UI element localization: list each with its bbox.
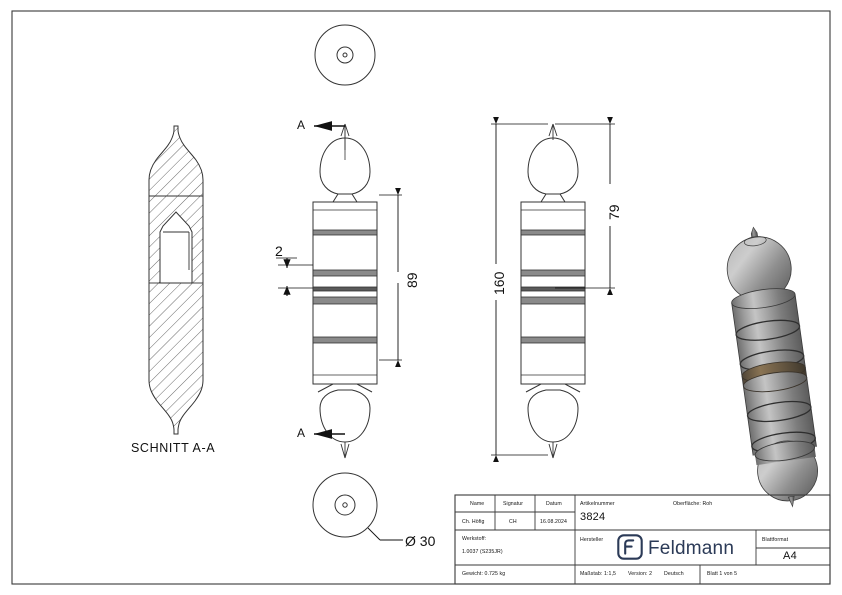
view-front xyxy=(276,121,402,459)
tb-value-weight: Gewicht: 0.725 kg xyxy=(462,571,506,577)
dim-label-79: 79 xyxy=(606,204,622,220)
tb-value-language: Deutsch xyxy=(664,571,684,577)
front-body xyxy=(312,201,378,385)
front-top-ball xyxy=(319,137,371,195)
tb-value-name: Ch. Höfig xyxy=(462,519,485,525)
tb-header-date: Datum xyxy=(546,501,562,507)
dim-160 xyxy=(491,116,548,463)
title-block-grid xyxy=(454,494,831,585)
dim-label-2: 2 xyxy=(275,243,283,259)
tb-value-sheet-format: A4 xyxy=(783,550,798,562)
tb-value-signature: CH xyxy=(509,519,517,525)
tb-header-manufacturer: Hersteller xyxy=(580,537,604,543)
tb-header-signature: Signatur xyxy=(503,501,524,507)
view-top-circle xyxy=(314,24,376,86)
section-mark-bottom: A xyxy=(297,426,306,440)
tb-header-material: Werkstoff: xyxy=(462,536,487,542)
section-view-label: SCHNITT A-A xyxy=(131,441,216,455)
dim-89 xyxy=(379,187,402,368)
view-section-aa xyxy=(148,125,204,435)
section-bore xyxy=(159,211,193,284)
tb-value-sheet: Blatt 1 von 5 xyxy=(707,571,738,577)
front-bottom-ball xyxy=(319,389,371,443)
view-isometric-3d xyxy=(726,226,818,508)
tb-value-material: 1.0037 (S235JR) xyxy=(462,549,503,555)
tb-value-article-number: 3824 xyxy=(580,511,606,523)
feldmann-logo-mark xyxy=(617,534,643,560)
tb-header-surface: Oberfläche: Roh xyxy=(673,501,713,507)
front-rings xyxy=(312,229,378,344)
tb-value-version: Version: 2 xyxy=(628,571,653,577)
side-rings xyxy=(520,229,586,344)
view-side xyxy=(491,116,615,463)
dim-2 xyxy=(276,257,313,296)
tb-value-date: 16.08.2024 xyxy=(540,519,567,525)
dim-label-160: 160 xyxy=(491,271,507,295)
tb-header-article-number: Artikelnummer xyxy=(580,501,615,507)
dim-label-diameter: Ø 30 xyxy=(405,533,436,549)
dim-79 xyxy=(555,116,615,296)
dim-label-89: 89 xyxy=(404,272,420,288)
tb-value-scale: Maßstab: 1:1,5 xyxy=(580,571,617,577)
tb-header-sheet-format: Blattformat xyxy=(762,537,789,543)
leader-diameter xyxy=(367,527,403,541)
iso-body-segments xyxy=(731,288,817,456)
feldmann-logo-text: Feldmann xyxy=(648,538,735,559)
sheet-border xyxy=(11,10,831,585)
tb-header-name: Name xyxy=(470,501,485,507)
view-bottom-circle xyxy=(312,472,403,541)
section-mark-top: A xyxy=(297,118,306,132)
